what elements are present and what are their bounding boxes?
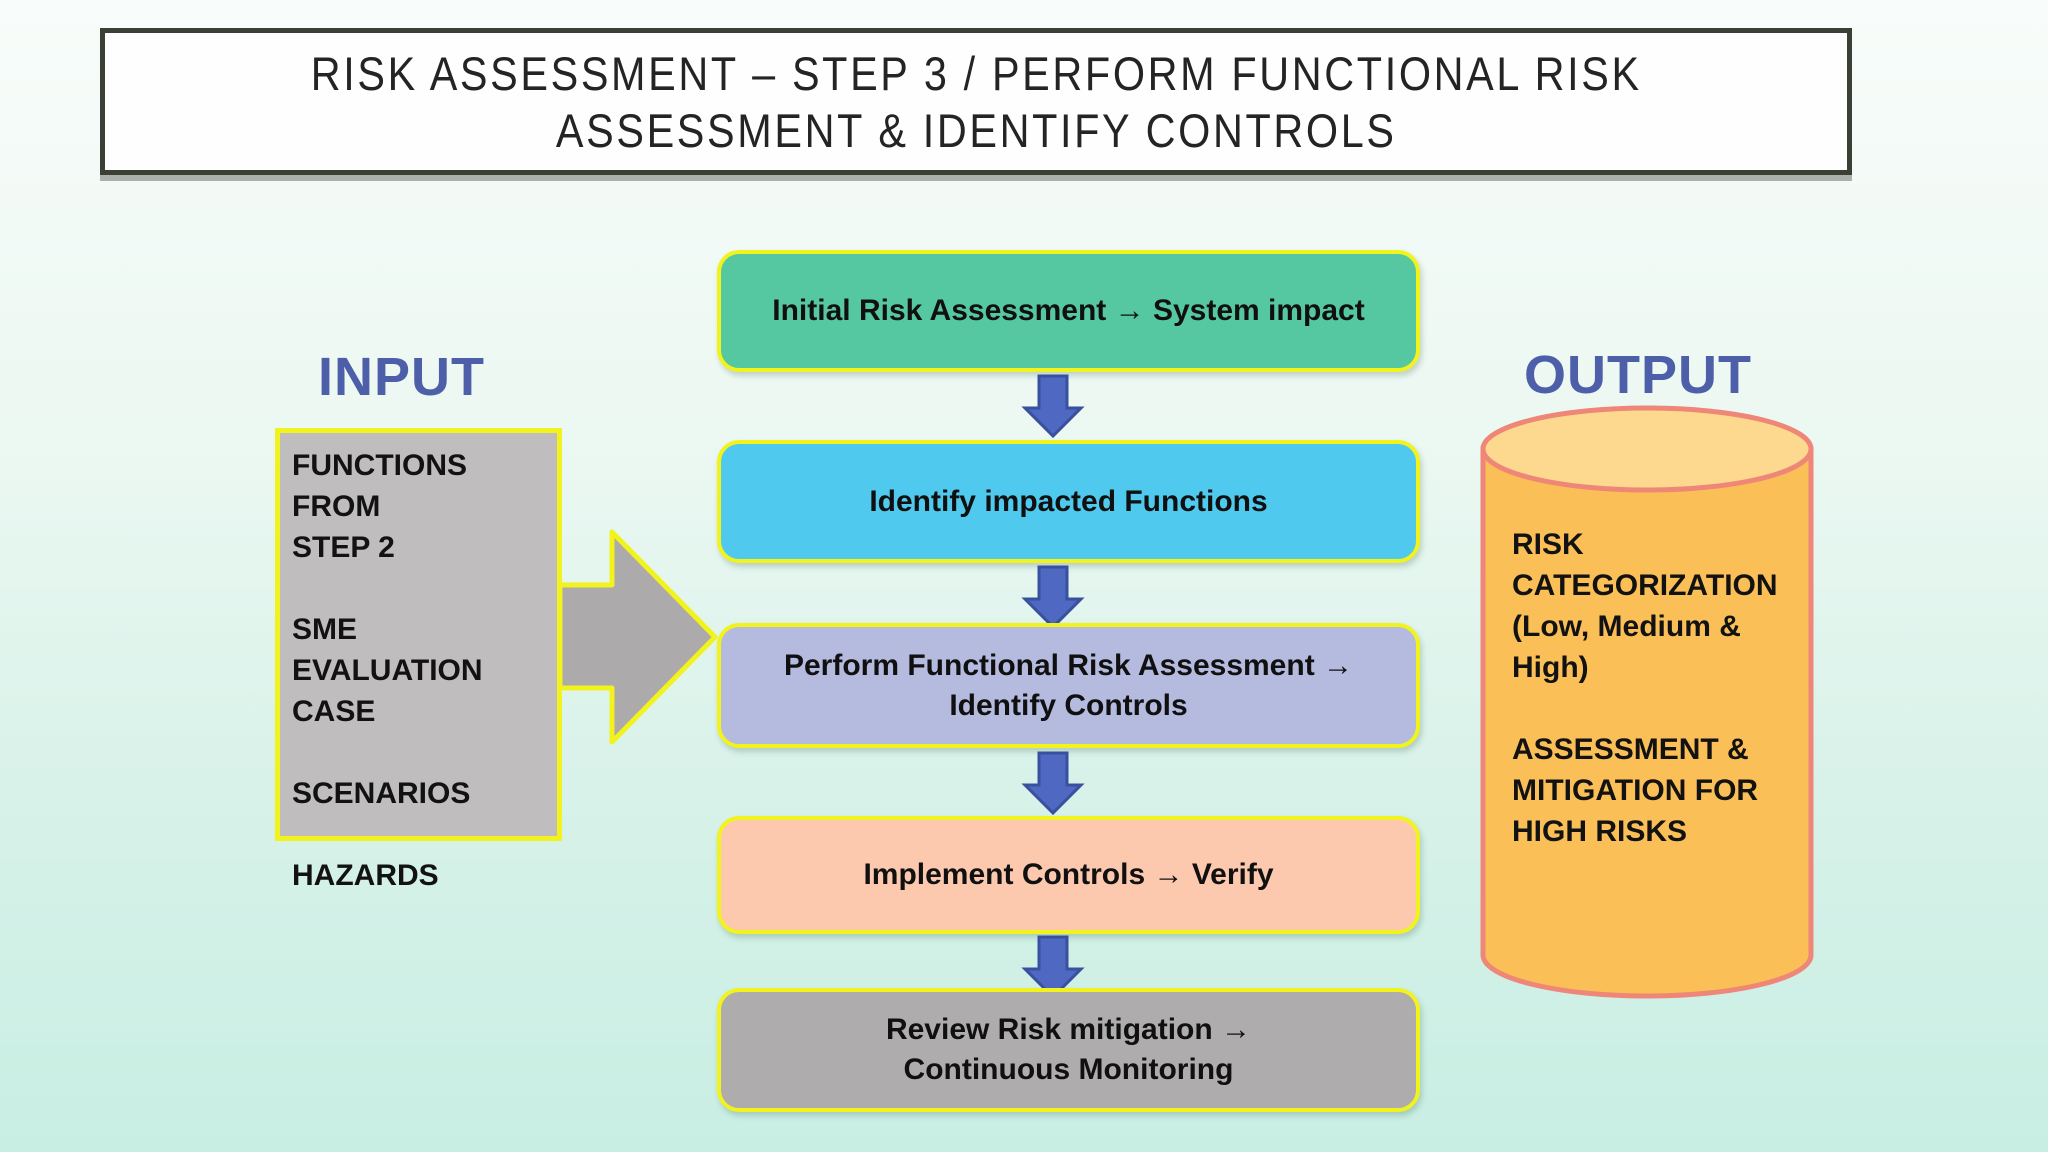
slide-title: RISK ASSESSMENT – STEP 3 / PERFORM FUNCT… [310, 46, 1642, 157]
input-box: FUNCTIONS FROM STEP 2 SME EVALUATION CAS… [275, 428, 562, 892]
flow-step-label: Implement Controls → Verify [863, 858, 1274, 891]
output-label: OUTPUT [1524, 345, 1752, 405]
flow-step-review-risk-mitigation: Review Risk mitigation → Continuous Moni… [717, 988, 1420, 1112]
input-block-arrow-icon [557, 529, 718, 745]
flow-step-perform-functional-risk-assessment: Perform Functional Risk Assessment → Ide… [717, 623, 1420, 748]
flow-step-label: Identify impacted Functions [869, 484, 1268, 518]
output-cylinder-text: RISK CATEGORIZATION (Low, Medium & High)… [1512, 528, 1778, 848]
slide-title-box: RISK ASSESSMENT – STEP 3 / PERFORM FUNCT… [100, 28, 1852, 175]
input-label: INPUT [318, 347, 485, 407]
flow-step-implement-controls: Implement Controls → Verify [717, 816, 1420, 934]
output-cylinder-icon [1480, 405, 1814, 999]
down-arrow-icon [1021, 374, 1085, 438]
down-arrow-icon [1021, 565, 1085, 629]
flow-step-label: Review Risk mitigation → Continuous Moni… [885, 1013, 1252, 1086]
flow-step-initial-risk-assessment: Initial Risk Assessment → System impact [717, 250, 1420, 372]
down-arrow-icon [1021, 751, 1085, 815]
input-box-text: FUNCTIONS FROM STEP 2 SME EVALUATION CAS… [292, 449, 483, 892]
flow-step-label: Initial Risk Assessment → System impact [772, 294, 1365, 327]
down-arrow-icon [1021, 935, 1085, 999]
flow-step-label: Perform Functional Risk Assessment → Ide… [783, 648, 1354, 722]
flow-step-identify-impacted-functions: Identify impacted Functions [717, 440, 1420, 563]
